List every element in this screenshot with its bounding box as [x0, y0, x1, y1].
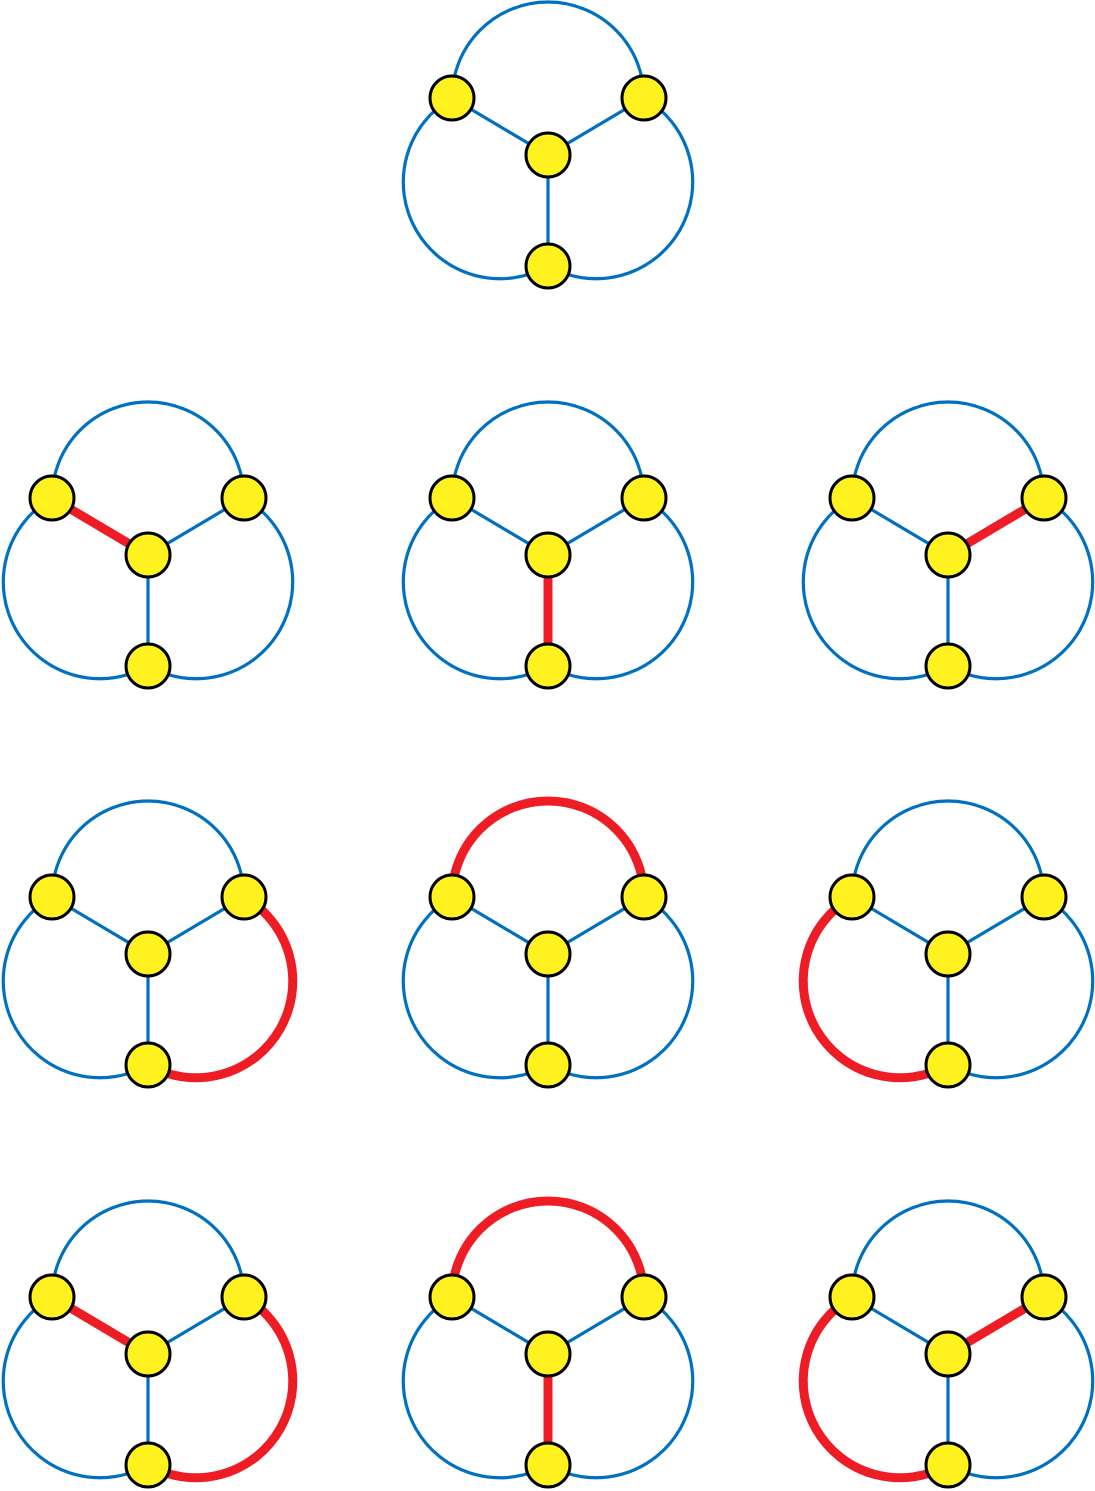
edge-arc-left-highlighted: [798, 1293, 951, 1483]
edge-arc-left-highlighted: [798, 893, 951, 1083]
node-center: [524, 531, 572, 579]
graph-copy-4: [801, 400, 1095, 690]
graph-copy-10: [798, 1199, 1095, 1489]
node-top-right: [220, 873, 268, 921]
node-top-right: [620, 873, 668, 921]
graph-copy-9: [401, 1196, 695, 1489]
node-center: [524, 930, 572, 978]
edge-arc-right: [547, 895, 695, 1080]
node-center: [124, 531, 172, 579]
node-center: [924, 531, 972, 579]
edge-arc-right: [547, 496, 695, 681]
node-center: [924, 1330, 972, 1378]
node-bottom: [524, 1441, 572, 1489]
edge-arc-top: [450, 400, 646, 499]
edge-arc-right: [947, 1295, 1095, 1480]
graph-copy-3: [401, 400, 695, 690]
edge-arc-top-highlighted: [447, 796, 649, 898]
node-center: [124, 1330, 172, 1378]
node-top-left: [828, 1273, 876, 1321]
node-center: [524, 1330, 572, 1378]
node-top-right: [1020, 873, 1068, 921]
node-top-right: [220, 474, 268, 522]
node-top-left: [28, 873, 76, 921]
edge-arc-left: [401, 496, 549, 681]
node-top-left: [28, 474, 76, 522]
node-top-left: [428, 1273, 476, 1321]
edge-arc-right: [547, 96, 695, 281]
edge-arc-top-highlighted: [447, 1196, 649, 1298]
edge-arc-left: [801, 496, 949, 681]
edge-arc-top: [450, 0, 646, 99]
node-top-right: [620, 74, 668, 122]
edge-arc-left: [401, 895, 549, 1080]
node-center: [524, 131, 572, 179]
edge-arc-right: [947, 895, 1095, 1080]
node-top-left: [28, 1273, 76, 1321]
node-bottom: [124, 1441, 172, 1489]
node-bottom: [924, 1441, 972, 1489]
edge-arc-left: [401, 1295, 549, 1480]
edge-arc-top: [850, 400, 1046, 499]
edge-arc-top: [850, 1199, 1046, 1298]
edge-arc-left: [401, 96, 549, 281]
node-top-right: [1020, 1273, 1068, 1321]
edge-arc-right: [947, 496, 1095, 681]
node-bottom: [524, 642, 572, 690]
node-top-right: [1020, 474, 1068, 522]
edge-arc-left: [1, 496, 149, 681]
edge-arc-right-highlighted: [145, 1293, 298, 1483]
node-bottom: [524, 242, 572, 290]
node-center: [924, 930, 972, 978]
node-top-right: [220, 1273, 268, 1321]
node-top-right: [620, 1273, 668, 1321]
edge-arc-top: [50, 400, 246, 499]
graph-copy-1: [401, 0, 695, 290]
edge-arc-left: [1, 895, 149, 1080]
edge-arc-top: [50, 1199, 246, 1298]
node-bottom: [124, 642, 172, 690]
node-top-left: [828, 873, 876, 921]
edge-arc-top: [50, 799, 246, 898]
edge-arc-top: [850, 799, 1046, 898]
node-bottom: [524, 1041, 572, 1089]
node-top-left: [428, 474, 476, 522]
graph-copy-8: [1, 1199, 298, 1489]
node-bottom: [124, 1041, 172, 1089]
node-top-right: [620, 474, 668, 522]
node-top-left: [828, 474, 876, 522]
graph-copy-7: [798, 799, 1095, 1089]
graph-copy-6: [401, 796, 695, 1089]
node-top-left: [428, 74, 476, 122]
edge-arc-left: [1, 1295, 149, 1480]
edge-arc-right-highlighted: [145, 893, 298, 1083]
node-top-left: [428, 873, 476, 921]
graph-copy-5: [1, 799, 298, 1089]
node-bottom: [924, 642, 972, 690]
graph-copy-2: [1, 400, 295, 690]
node-bottom: [924, 1041, 972, 1089]
edge-arc-right: [147, 496, 295, 681]
node-center: [124, 930, 172, 978]
edge-arc-right: [547, 1295, 695, 1480]
